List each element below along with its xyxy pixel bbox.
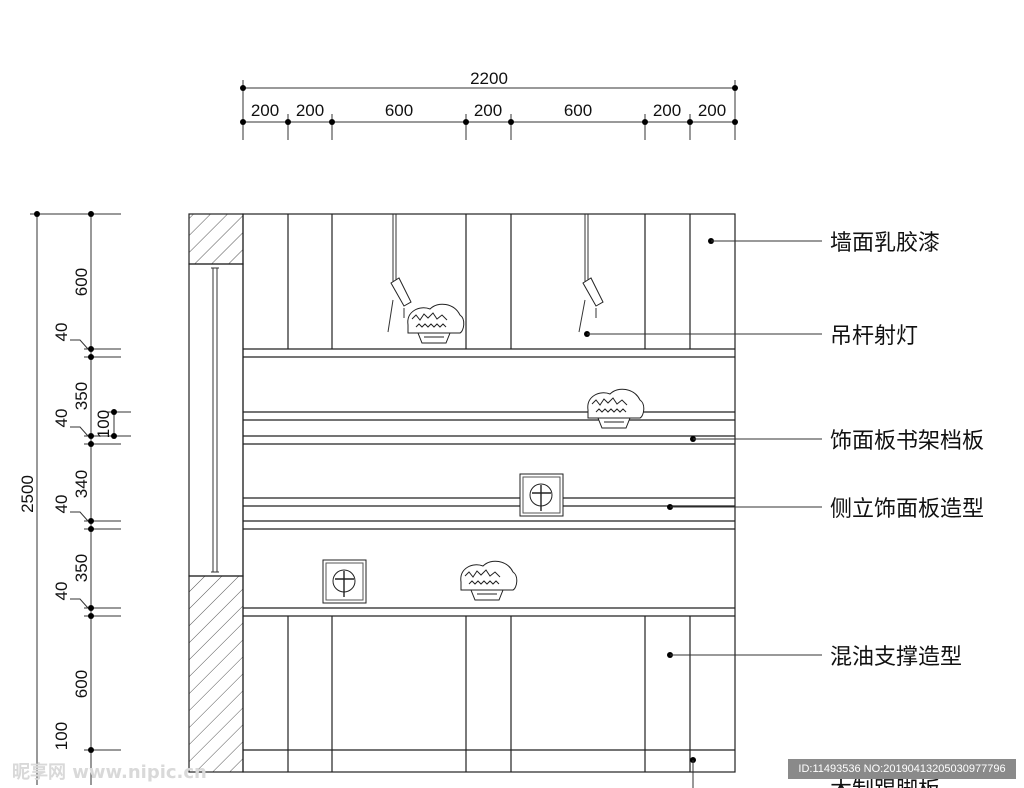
wall-hatch-top: [188, 213, 244, 265]
callout-spotlight: 吊杆射灯: [830, 324, 918, 349]
elevation-body: [188, 213, 736, 773]
dim-top-seg-1: 200: [251, 101, 279, 120]
dim-inner-small: 100: [94, 410, 113, 438]
callout-support: 混油支撑造型: [830, 645, 962, 670]
spotlight-right: [578, 214, 604, 333]
dim-left-seg-8: 40: [52, 582, 71, 601]
plant-pot-3: [460, 560, 518, 601]
decor-frame-1: [519, 473, 564, 517]
dim-left-seg-5: 340: [72, 470, 91, 498]
dim-top-seg-4: 200: [474, 101, 502, 120]
dim-left-seg-1: 600: [72, 268, 91, 296]
callout-leaders: [584, 238, 822, 788]
dim-top-seg-3: 600: [385, 101, 413, 120]
left-dimension-chain: 2500 600 40 350 40 340 40 350 40 600 100…: [18, 211, 131, 785]
plant-pot-2: [587, 388, 645, 429]
dim-top-seg-6: 200: [653, 101, 681, 120]
dim-left-seg-7: 350: [72, 554, 91, 582]
dim-top-seg-2: 200: [296, 101, 324, 120]
callout-shelf-panel: 饰面板书架档板: [830, 429, 984, 454]
callout-skirting: 木制踢脚板: [830, 778, 940, 788]
plant-pot-1: [407, 303, 465, 344]
callout-wall-paint: 墙面乳胶漆: [830, 231, 940, 256]
dim-left-seg-6: 40: [52, 495, 71, 514]
dim-left-seg-9: 600: [72, 670, 91, 698]
watermark-left: 昵享网 www.nipic.cn: [12, 762, 207, 783]
dim-left-seg-3: 350: [72, 382, 91, 410]
dim-left-seg-4: 40: [52, 409, 71, 428]
top-dimension-chain: 2200 200 200 600 200 600 200 200: [240, 69, 738, 140]
callout-side-panel: 侧立饰面板造型: [830, 497, 984, 522]
decor-frame-2: [322, 559, 367, 604]
dim-top-seg-7: 200: [698, 101, 726, 120]
spotlight-left: [387, 214, 412, 333]
watermark-right: ID:11493536 NO:20190413205030977796: [788, 759, 1016, 779]
dim-left-seg-2: 40: [52, 323, 71, 342]
dim-overall-height: 2500: [18, 475, 37, 513]
dim-left-seg-10: 100: [52, 722, 71, 750]
wall-hatch-bottom: [188, 575, 244, 773]
dim-overall-width: 2200: [470, 69, 508, 88]
dim-top-seg-5: 600: [564, 101, 592, 120]
